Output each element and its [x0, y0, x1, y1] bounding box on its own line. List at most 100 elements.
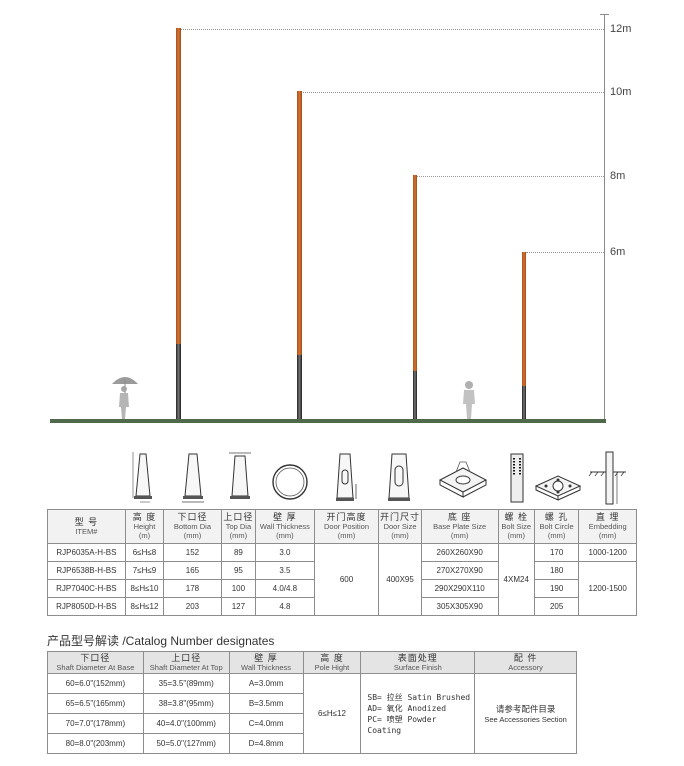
spec-top: 95 [220, 561, 257, 580]
bottom-diameter-icon [182, 453, 204, 503]
spec-door-size: 400X95 [378, 543, 422, 616]
spec-item: RJP6538B-H-BS [47, 561, 126, 580]
accessory-en: See Accessories Section [484, 715, 567, 724]
spec-wall: 3.0 [255, 543, 315, 562]
spec-door-position: 600 [313, 543, 380, 616]
spec-height: 7≤H≤9 [124, 561, 165, 580]
spec-wall: 4.0/4.8 [255, 579, 315, 598]
wall-thickness-icon [272, 464, 308, 500]
height-label-8m: 8m [610, 170, 626, 182]
person-with-umbrella-icon [112, 377, 138, 419]
catalog-wall: D=4.8mm [228, 733, 304, 754]
spec-top: 100 [220, 579, 257, 598]
spec-height: 8≤H≤12 [124, 597, 165, 616]
spec-item: RJP6035A-H-BS [47, 543, 126, 562]
top-diameter-icon [229, 452, 251, 499]
height-axis [604, 14, 605, 420]
embedding-icon [588, 451, 626, 505]
pole-8m [413, 175, 417, 420]
axis-tick-top [600, 14, 609, 15]
bolt-icon [510, 453, 524, 503]
height-label-12m: 12m [610, 23, 632, 35]
catalog-accessory: 请参考配件目录 See Accessories Section [474, 673, 577, 754]
pole-12m [176, 28, 181, 420]
bolt-circle-icon [534, 475, 582, 501]
spec-embedding-1: 1000-1200 [578, 543, 637, 562]
spec-top: 89 [220, 543, 257, 562]
pole-6m [522, 252, 526, 420]
catalog-title: 产品型号解读 /Catalog Number designates [47, 634, 275, 648]
door-position-icon [336, 453, 357, 501]
spec-bottom: 165 [163, 561, 222, 580]
spec-base: 290X290X110 [420, 579, 499, 598]
table-row: RJP8050D-H-BS 8≤H≤12 203 127 4.8 305X305… [47, 597, 637, 616]
table-row: 65=6.5"(165mm) 38=3.8"(95mm) B=3.5mm [47, 693, 577, 714]
base-plate-icon [438, 461, 488, 498]
table-row: RJP6538B-H-BS 7≤H≤9 165 95 3.5 270X270X9… [47, 561, 637, 616]
catalog-pole-height: 6≤H≤12 [302, 673, 362, 754]
catalog-base: 65=6.5"(165mm) [47, 693, 144, 714]
spec-base: 270X270X90 [420, 561, 499, 580]
pole-taper-icon [132, 452, 152, 503]
height-label-6m: 6m [610, 246, 626, 258]
height-guide-12m [181, 29, 604, 30]
spec-circle: 205 [533, 597, 580, 616]
accessory-cn: 请参考配件目录 [495, 704, 556, 714]
catalog-wall: C=4.0mm [228, 713, 304, 734]
catalog-finish: SB= 拉丝 Satin Brushed AD= 氧化 Anodized PC=… [360, 673, 476, 754]
catalog-base: 80=8.0"(203mm) [47, 733, 144, 754]
catalog-base: 70=7.0"(178mm) [47, 713, 144, 734]
finish-powder-coating: PC= 喷塑 Powder Coating [367, 714, 437, 735]
spec-item: RJP7040C-H-BS [47, 579, 126, 598]
catalog-wall: A=3.0mm [228, 673, 304, 694]
catalog-top: 35=3.5"(89mm) [142, 673, 230, 694]
spec-height: 6≤H≤8 [124, 543, 165, 562]
spec-wall: 4.8 [255, 597, 315, 616]
spec-base: 260X260X90 [420, 543, 499, 562]
pole-10m [297, 91, 302, 420]
height-guide-8m [417, 176, 604, 177]
table-row: RJP7040C-H-BS 8≤H≤10 178 100 4.0/4.8 290… [47, 579, 637, 598]
ground-line [50, 419, 606, 423]
spec-bottom: 152 [163, 543, 222, 562]
spec-circle: 170 [533, 543, 580, 562]
door-size-icon [388, 453, 410, 501]
finish-satin-brushed: SB= 拉丝 Satin Brushed [367, 692, 471, 702]
table-row: 70=7.0"(178mm) 40=4.0"(100mm) C=4.0mm [47, 713, 577, 734]
spec-top: 127 [220, 597, 257, 616]
spec-wall: 3.5 [255, 561, 315, 580]
spec-base: 305X305X90 [420, 597, 499, 616]
spec-bottom: 178 [163, 579, 222, 598]
height-guide-10m [301, 92, 604, 93]
person-icon [463, 381, 475, 419]
table-row: 60=6.0"(152mm) 35=3.5"(89mm) A=3.0mm 6≤H… [47, 673, 577, 754]
spec-circle: 180 [533, 561, 580, 580]
catalog-wall: B=3.5mm [228, 693, 304, 714]
catalog-top: 50=5.0"(127mm) [142, 733, 230, 754]
spec-item: RJP8050D-H-BS [47, 597, 126, 616]
catalog-base: 60=6.0"(152mm) [47, 673, 144, 694]
height-guide-6m [526, 252, 604, 253]
finish-anodized: AD= 氧化 Anodized [367, 703, 447, 713]
spec-circle: 190 [533, 579, 580, 598]
catalog-top: 40=4.0"(100mm) [142, 713, 230, 734]
spec-height: 8≤H≤10 [124, 579, 165, 598]
